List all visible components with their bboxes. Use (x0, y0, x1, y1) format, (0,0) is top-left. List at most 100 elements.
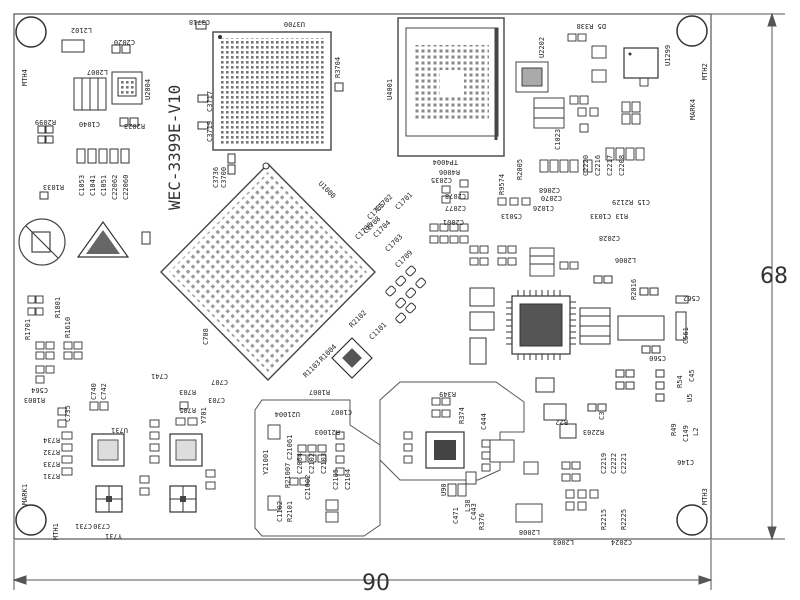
label-c731: C731 (75, 522, 92, 530)
label-r2215: R2215 (600, 509, 608, 530)
label-r21003: R21003 (315, 428, 340, 436)
label-l38: L38 (464, 499, 472, 512)
label-c22062: C22062 (111, 175, 119, 200)
label-c3717: C3717 (206, 91, 214, 112)
label-c708: C708 (202, 328, 210, 345)
svg-text:U3700: U3700 (284, 20, 305, 28)
label-r54: R54 (676, 375, 684, 388)
label-c2077: C2077 (445, 204, 466, 212)
label-r733: R733 (43, 460, 60, 468)
label-r374: R374 (458, 407, 466, 424)
power-region-outline (254, 399, 381, 537)
label-r4006: R4006 (439, 168, 460, 176)
label-c1041: C1041 (89, 175, 97, 196)
label-c740: C740 (90, 383, 98, 400)
label-c2020: C2020 (114, 38, 135, 46)
label-c707: C707 (211, 378, 228, 386)
label-c742: C742 (100, 383, 108, 400)
label-c1026: C1026 (533, 204, 554, 212)
mark-mth3: MTH3 (701, 488, 709, 505)
chip-u-qfp (506, 290, 576, 360)
label-c5013: C5013 (501, 212, 522, 220)
label-y21001: Y21001 (262, 450, 270, 475)
label-c562: C562 (683, 294, 700, 302)
label-c1040: C1040 (79, 120, 100, 128)
label-c2220: C2220 (582, 155, 590, 176)
label-r2203: R2203 (583, 428, 604, 436)
mark-mth4: MTH4 (21, 69, 29, 86)
chip-u701 (169, 433, 203, 467)
label-r13-c1033: R13 C1033 (590, 212, 628, 220)
label-c2103: C2103 (320, 453, 328, 474)
chip-u90 (425, 431, 465, 469)
label-c2104: C2104 (344, 469, 352, 490)
label-r734: R734 (43, 436, 60, 444)
label-c2064: C2064 (296, 453, 304, 474)
r1889-pad (141, 231, 151, 245)
label-l2: L2 (692, 428, 700, 436)
power-region-parts (267, 424, 345, 523)
label-c2068: C2068 (539, 186, 560, 194)
label-r9574: R9574 (498, 174, 506, 195)
label-r1701: R1701 (24, 319, 32, 340)
topleft-components (37, 39, 143, 200)
mark-mark4: MARK4 (689, 99, 697, 120)
label-c2105: C2105 (332, 469, 340, 490)
label-c1007: C1007 (331, 408, 352, 416)
label-r21007: R21007 (284, 463, 292, 488)
label-c1053: C1053 (78, 175, 86, 196)
label-c703: C703 (208, 396, 225, 404)
label-r1610: R1610 (64, 317, 72, 338)
label-c2221: C2221 (620, 453, 628, 474)
label-u1299: U1299 (664, 45, 672, 66)
label-c2208: C2208 (618, 155, 626, 176)
mark-mth1: MTH1 (52, 523, 60, 540)
dimension-right (711, 12, 785, 541)
label-c2070: C2070 (541, 194, 562, 202)
label-u2004: U2004 (144, 79, 152, 100)
no-dispose-symbol (18, 218, 66, 266)
label-u90: U90 (440, 483, 448, 496)
label-r2016: R2016 (630, 279, 638, 300)
label-l2003: L2003 (553, 538, 574, 546)
label-r2023: R2023 (124, 122, 145, 130)
label-r732: R732 (43, 448, 60, 456)
crystal-y701 (169, 485, 197, 513)
label-y701: Y701 (200, 407, 208, 424)
label-r1007: R1007 (309, 388, 330, 396)
label-r349: R349 (439, 390, 456, 398)
chip-u1101 (331, 337, 373, 379)
label-r376: R376 (478, 513, 486, 530)
chip-u4001 (397, 17, 505, 157)
label-l2006: L2006 (615, 256, 636, 264)
chip-u1299 (623, 47, 659, 79)
label-r49: R49 (670, 423, 678, 436)
label-r2101: R2101 (286, 501, 294, 522)
mounting-hole-br (676, 504, 708, 536)
label-c730: C730 (93, 522, 110, 530)
label-c45: C45 (688, 369, 696, 382)
label-c2001: C2001 (443, 218, 464, 226)
diagonal-caps (385, 265, 427, 324)
label-c560: C560 (649, 354, 666, 362)
label-c149: C149 (682, 425, 690, 442)
label-c2219: C2219 (600, 453, 608, 474)
label-r2099: R2099 (35, 118, 56, 126)
label-u4001: U4001 (386, 79, 394, 100)
label-u5: U5 (686, 394, 694, 402)
label-c564: C564 (31, 386, 48, 394)
label-c2222: C2222 (610, 453, 618, 474)
label-c2217: C2217 (606, 155, 614, 176)
mounting-hole-bl (15, 504, 47, 536)
power-blocks (469, 275, 689, 439)
label-l2007: L2007 (87, 68, 108, 76)
mounting-hole-tr (676, 15, 708, 47)
label-u731: U731 (111, 426, 128, 434)
label-r22: R22 (555, 418, 568, 426)
left-passives (27, 295, 109, 476)
label-c1023: C1023 (554, 129, 562, 150)
label-c3718: C3718 (189, 18, 210, 26)
label-r703: R703 (179, 388, 196, 396)
board-name: WEC-3399E-V10 (165, 85, 184, 210)
